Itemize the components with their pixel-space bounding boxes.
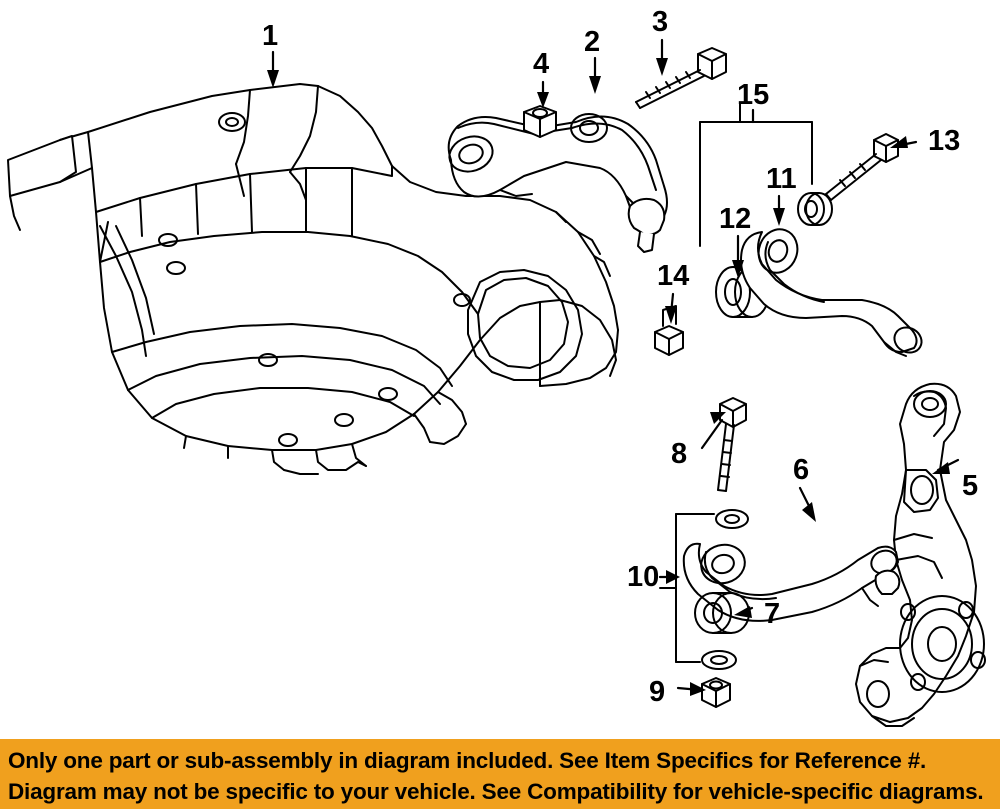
lower-arm-bolt-8 <box>717 397 747 492</box>
callout-8: 8 <box>671 438 688 470</box>
arrowheads <box>267 58 950 696</box>
callout-4: 4 <box>533 48 550 80</box>
callout-14: 14 <box>657 260 690 292</box>
lower-control-arm-front <box>682 542 901 622</box>
disclaimer-banner: Only one part or sub-assembly in diagram… <box>0 739 1000 809</box>
callout-2: 2 <box>584 26 601 58</box>
upper-arm-ball-joint <box>627 197 666 253</box>
callout-3: 3 <box>652 6 669 38</box>
bracket-15 <box>699 103 813 247</box>
disclaimer-line-1: Only one part or sub-assembly in diagram… <box>8 748 927 773</box>
callout-15: 15 <box>737 79 770 111</box>
washer-lower-10 <box>701 650 737 670</box>
tension-strut-bolt-13 <box>825 133 899 201</box>
upper-arm-nut-4 <box>523 105 557 138</box>
callout-9: 9 <box>649 676 666 708</box>
disclaimer-line-2: Diagram may not be specific to your vehi… <box>8 779 984 804</box>
washer-11 <box>797 192 833 226</box>
callout-5: 5 <box>962 470 979 502</box>
callout-13: 13 <box>928 125 961 157</box>
subframe-crossmember <box>7 83 619 475</box>
nut-9 <box>701 677 731 708</box>
bushing-upper-10 <box>715 509 749 529</box>
lower-control-arm-rear <box>740 228 923 357</box>
callout-10: 10 <box>627 561 660 593</box>
upper-arm-bolt-3 <box>635 47 727 109</box>
callout-1: 1 <box>262 20 279 52</box>
callout-6: 6 <box>793 454 810 486</box>
callout-12: 12 <box>719 203 752 235</box>
callout-11: 11 <box>766 163 797 195</box>
bracket-10 <box>659 513 715 663</box>
steering-knuckle <box>855 382 986 727</box>
callout-7: 7 <box>764 598 781 630</box>
